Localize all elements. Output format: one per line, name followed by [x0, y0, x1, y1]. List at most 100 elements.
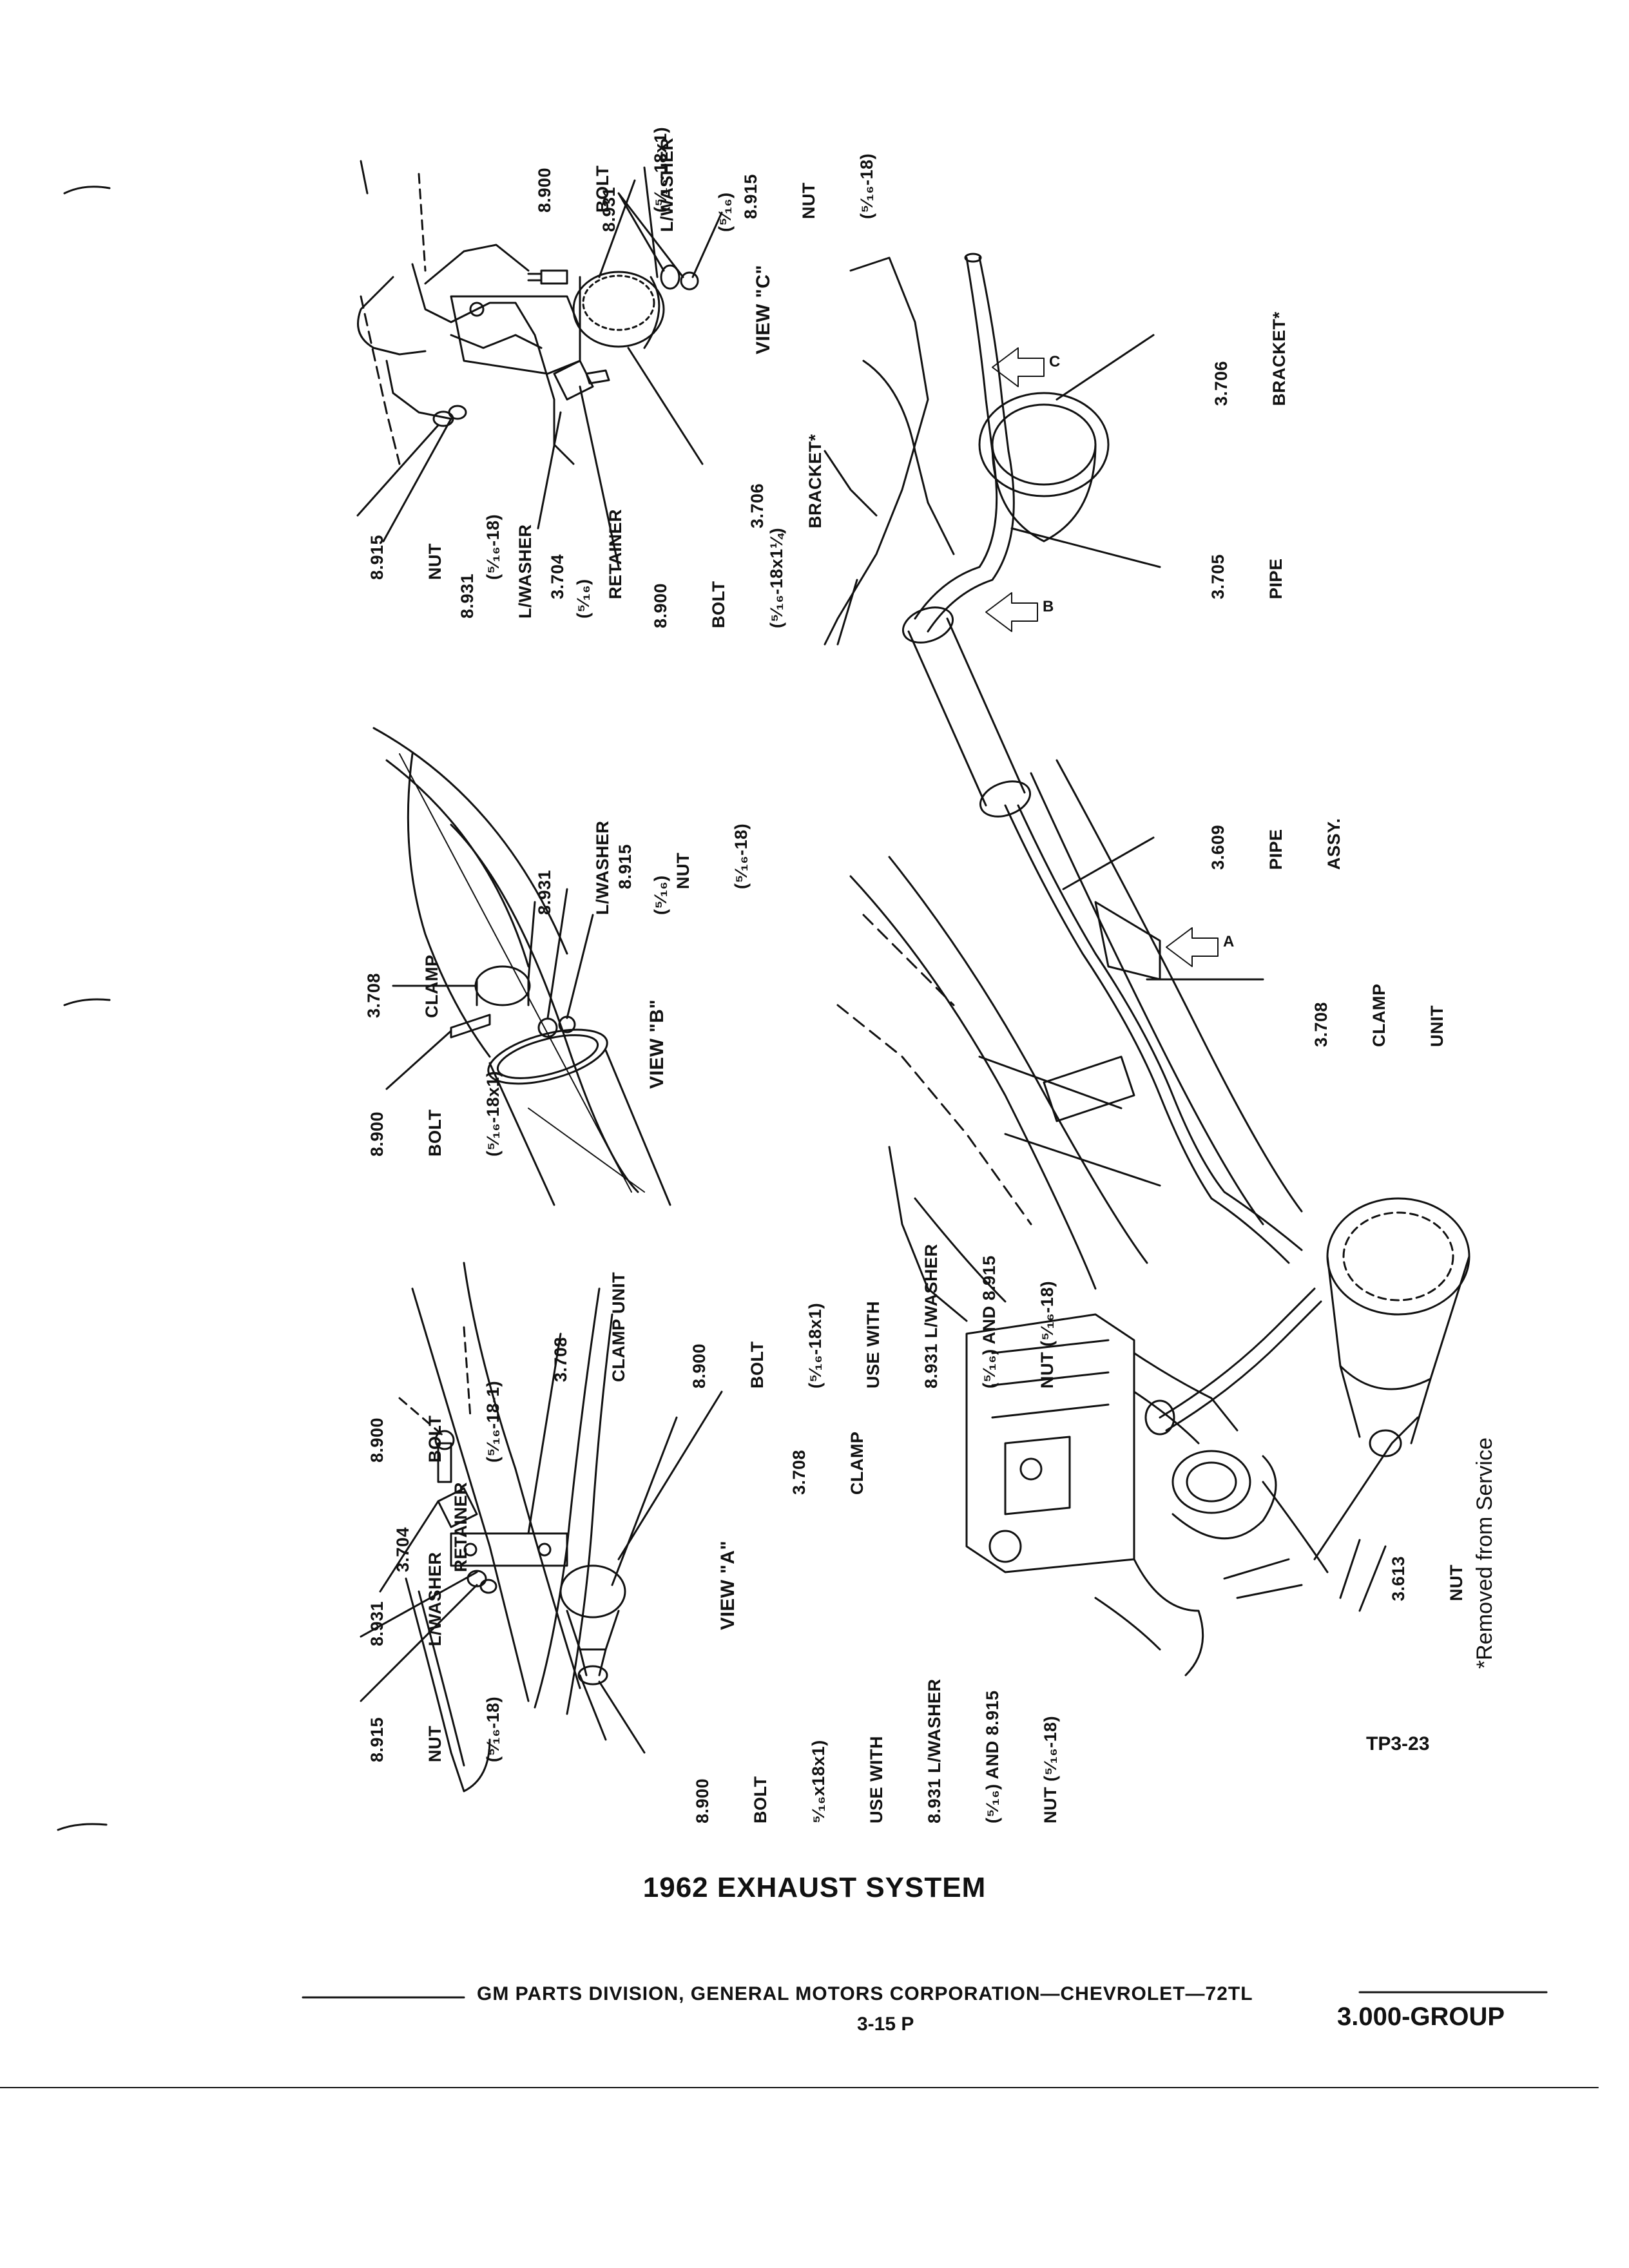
view-a-view-label: VIEW "A" [680, 1541, 757, 1630]
view-arrow-c [992, 347, 1045, 387]
footer-division: GM PARTS DIVISION, GENERAL MOTORS CORPOR… [477, 1983, 1253, 2004]
view-b-clamp-line: 3.708 [364, 972, 383, 1018]
view-c-drawing [356, 160, 723, 568]
main-pipe-assy-line: PIPE [1266, 829, 1286, 870]
main-bracket-label: 3.706 BRACKET* [1173, 311, 1308, 406]
main-nut-line: 3.613 [1389, 1555, 1408, 1601]
view-b-lwasher-line: 8.931 [535, 869, 554, 915]
view-a-view-text: VIEW "A" [717, 1540, 738, 1630]
page-title: 1962 EXHAUST SYSTEM [642, 1872, 987, 1903]
view-b-bolt-label: 8.900 BOLT (⁵⁄₁₆-18x1) [329, 1071, 522, 1157]
view-b-view-text: VIEW "B" [646, 999, 668, 1089]
main-clamp-unit-line: UNIT [1427, 1005, 1447, 1047]
view-b-view-label: VIEW "B" [609, 999, 686, 1089]
view-c-bolt-bottom-line: BOLT [709, 581, 728, 628]
view-a-bolt-right-line: 8.900 [689, 1343, 709, 1389]
view-a-bolt-bottom-line: USE WITH [867, 1736, 886, 1823]
main-pipe-line: 3.705 [1208, 553, 1228, 599]
view-a-bolt-top-line: BOLT [425, 1415, 445, 1463]
view-c-view-text: VIEW "C" [753, 264, 774, 354]
view-a-clamp-label: 3.708 CLAMP [751, 1432, 886, 1495]
view-c-bracket-line: 3.706 [747, 483, 767, 528]
view-c-nut-left-line: 8.915 [367, 534, 387, 580]
arrow-letter-c: C [1049, 353, 1061, 370]
view-a-bolt-bottom-line: (⁵⁄₁₆) AND 8.915 [983, 1690, 1002, 1823]
view-a-drawing [360, 1262, 723, 1792]
footer-group: 3.000-GROUP [1337, 2003, 1505, 2031]
view-b-nut-line: (⁵⁄₁₆-18) [731, 823, 751, 889]
view-c-view-label: VIEW "C" [715, 265, 793, 354]
view-a-lwasher-label: 8.931 L/WASHER [329, 1552, 464, 1646]
view-a-nut-line: (⁵⁄₁₆-18) [483, 1696, 503, 1762]
view-a-clamp-line: 3.708 [789, 1449, 809, 1495]
arrow-letter-b: B [1043, 598, 1054, 615]
view-b-nut-line: 8.915 [615, 843, 635, 889]
view-a-bolt-bottom-line: ⁵⁄₁₆x18x1) [809, 1740, 828, 1823]
view-a-bolt-bottom-line: 8.931 L/WASHER [925, 1678, 944, 1823]
main-clamp-unit-line: CLAMP [1369, 983, 1389, 1048]
main-nut-line: NUT [1447, 1564, 1466, 1601]
view-a-lwasher-line: L/WASHER [425, 1552, 445, 1646]
view-c-retainer-line: 3.704 [548, 553, 567, 599]
view-b-clamp-line: CLAMP [422, 954, 441, 1019]
view-a-bolt-top-line: 8.900 [367, 1417, 387, 1463]
view-a-clamp-unit-line: CLAMP UNIT [609, 1272, 628, 1382]
main-nut-label: 3.613 NUT [1350, 1556, 1485, 1601]
view-arrow-a [1166, 927, 1219, 967]
main-pipe-assy-label: 3.609 PIPE ASSY. [1170, 818, 1363, 870]
view-a-bolt-bottom-line: 8.900 [693, 1778, 712, 1823]
view-a-clamp-unit-label: 3.708 CLAMP UNIT [512, 1272, 648, 1382]
view-a-bolt-right-line: (⁵⁄₁₆) AND 8.915 [979, 1255, 999, 1389]
arrow-letter-a: A [1223, 933, 1235, 950]
view-a-bolt-right-line: 8.931 L/WASHER [921, 1244, 941, 1389]
view-b-nut-label: 8.915 NUT (⁵⁄₁₆-18) [577, 823, 770, 889]
view-a-bolt-top-line: (⁵⁄₁₆-18-1) [483, 1380, 503, 1463]
view-a-bolt-right-label: 8.900 BOLT (⁵⁄₁₆-18x1) USE WITH 8.931 L/… [651, 1244, 1076, 1389]
view-c-bolt-bottom-line: (⁵⁄₁₆-18x1¼) [767, 527, 786, 628]
view-a-clamp-line: CLAMP [847, 1431, 867, 1495]
view-a-bolt-bottom-line: NUT (⁵⁄₁₆-18) [1041, 1715, 1060, 1823]
main-chassis-drawing [824, 253, 1470, 1677]
view-c-nut-top-line: 8.915 [741, 173, 760, 219]
view-a-clamp-unit-line: 3.708 [551, 1336, 570, 1382]
view-b-nut-line: NUT [673, 852, 693, 889]
view-a-nut-line: NUT [425, 1725, 445, 1762]
view-b-bolt-line: BOLT [425, 1109, 445, 1157]
view-a-lwasher-line: 8.931 [367, 1600, 387, 1646]
main-clamp-unit-line: 3.708 [1311, 1001, 1331, 1047]
view-a-bolt-right-line: (⁵⁄₁₆-18x1) [805, 1302, 825, 1389]
main-pipe-assy-line: 3.609 [1208, 824, 1228, 870]
main-pipe-assy-line: ASSY. [1324, 818, 1344, 870]
view-c-bolt-bottom-line: 8.900 [651, 582, 670, 628]
view-a-bolt-bottom-label: 8.900 BOLT ⁵⁄₁₆x18x1) USE WITH 8.931 L/W… [654, 1678, 1079, 1823]
view-a-bolt-right-line: BOLT [747, 1341, 767, 1389]
view-c-nut-top-label: 8.915 NUT (⁵⁄₁₆-18) [702, 153, 896, 219]
view-c-bracket-line: BRACKET* [805, 434, 825, 528]
view-arrow-b [985, 592, 1038, 632]
view-c-lwasher-top-line: L/WASHER [657, 137, 677, 232]
view-b-bolt-line: 8.900 [367, 1111, 387, 1157]
main-pipe-label: 3.705 PIPE [1170, 554, 1305, 599]
binder-marks [57, 186, 111, 1831]
view-c-nut-top-line: NUT [799, 182, 818, 219]
view-a-nut-line: 8.915 [367, 1716, 387, 1762]
main-bracket-line: 3.706 [1211, 360, 1231, 406]
figure-reference: TP3-23 [1366, 1733, 1430, 1754]
footer-rules [0, 1991, 1599, 2088]
main-clamp-unit-label: 3.708 CLAMP UNIT [1273, 984, 1466, 1048]
view-c-lwasher-top-line: 8.931 [599, 186, 619, 232]
view-b-drawing [372, 727, 671, 1206]
view-a-bolt-top-label: 8.900 BOLT (⁵⁄₁₆-18-1) [329, 1381, 522, 1463]
view-c-nut-top-line: (⁵⁄₁₆-18) [857, 153, 876, 219]
view-a-nut-label: 8.915 NUT (⁵⁄₁₆-18) [329, 1696, 522, 1762]
view-a-bolt-right-line: NUT (⁵⁄₁₆-18) [1037, 1280, 1057, 1389]
view-b-clamp-label: 3.708 CLAMP [325, 955, 461, 1019]
removed-from-service-note: *Removed from Service [1472, 1437, 1497, 1669]
view-c-bolt-bottom-label: 8.900 BOLT (⁵⁄₁₆-18x1¼) [612, 528, 805, 628]
view-a-bolt-right-line: USE WITH [863, 1301, 883, 1389]
footer-page-number: 3-15 P [857, 2013, 914, 2035]
main-pipe-line: PIPE [1266, 558, 1286, 599]
view-c-lwasher-left-line: 8.931 [458, 573, 477, 619]
view-a-bolt-bottom-line: BOLT [751, 1776, 770, 1823]
